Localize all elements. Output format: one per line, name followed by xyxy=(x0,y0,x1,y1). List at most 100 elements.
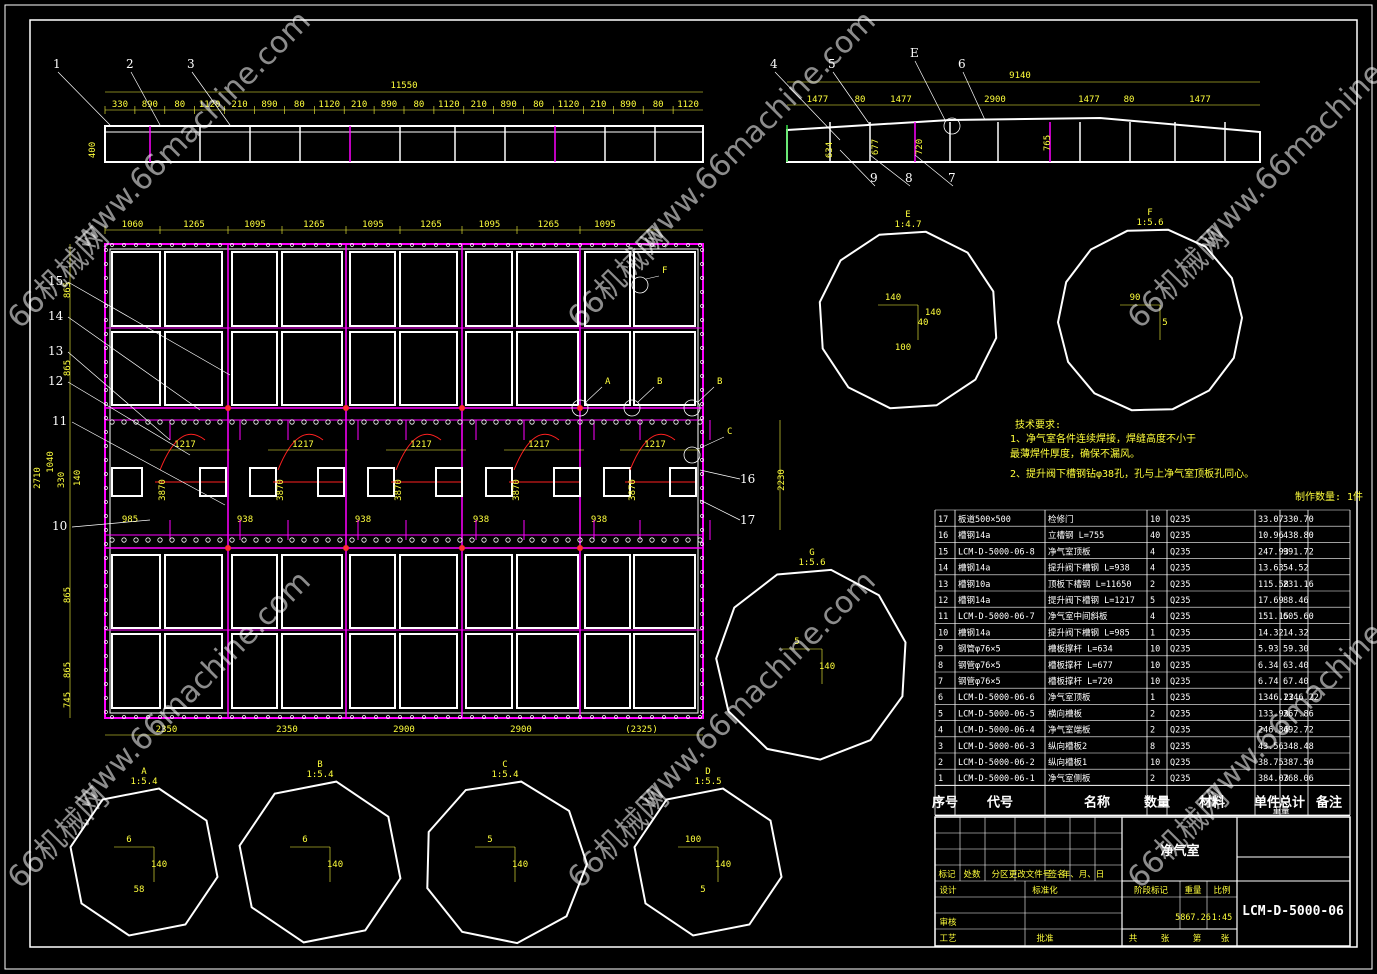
bolt-hole xyxy=(104,514,108,518)
bolt-hole xyxy=(229,537,235,543)
bom-cell: 11 xyxy=(938,612,948,622)
bolt-hole xyxy=(206,243,210,247)
detail-dim: 100 xyxy=(685,835,701,845)
bolt-hole xyxy=(700,570,704,574)
bolt-hole xyxy=(277,419,283,425)
bolt-hole xyxy=(649,537,655,543)
technical-notes: 技术要求: 1、净气室各件连续焊接，焊缝高度不小于 最薄焊件厚度，确保不漏风。 … xyxy=(1010,418,1363,503)
bolt-hole xyxy=(230,715,234,719)
bolt-hole xyxy=(505,537,511,543)
bom-cell: LCM-D-5000-06-4 xyxy=(958,726,1035,736)
plan-panel xyxy=(111,554,161,629)
bolt-hole xyxy=(577,419,583,425)
detail-scale: 1:5.4 xyxy=(491,770,518,780)
top-seg-dim: 1120 xyxy=(677,100,699,110)
label-leader xyxy=(67,381,191,456)
bolt-hole xyxy=(565,537,571,543)
bolt-hole xyxy=(362,715,366,719)
bolt-hole xyxy=(553,537,559,543)
bolt-hole xyxy=(242,715,246,719)
bolt-hole xyxy=(554,715,558,719)
middle-box xyxy=(435,467,463,497)
bom-cell: 6 xyxy=(938,693,943,703)
bolt-hole xyxy=(700,248,704,252)
bom-cell: 17.69 xyxy=(1258,596,1284,606)
bom-cell: 10 xyxy=(938,628,948,638)
bom-cell: 钢管φ76×5 xyxy=(958,660,1001,671)
plan-bolt-holes xyxy=(104,243,704,719)
bolt-hole xyxy=(145,419,151,425)
bom-cell: 16 xyxy=(938,531,948,541)
part-label: 4 xyxy=(770,57,778,71)
bom-cell: 33.07 xyxy=(1258,515,1284,525)
bom-cell: 387.50 xyxy=(1283,758,1314,768)
bom-header: 备注 xyxy=(1315,794,1342,810)
plan-panel xyxy=(516,251,579,327)
side-seg-dim: 1477 xyxy=(1189,95,1211,105)
bom-cell: 槽钢10a xyxy=(958,579,990,590)
tb-label: 标准化 xyxy=(1032,885,1058,896)
plan-panel xyxy=(633,251,696,327)
inner-frame xyxy=(29,19,1358,948)
bom-cell: 纵向槽板1 xyxy=(1048,757,1087,768)
bolt-hole xyxy=(638,715,642,719)
bolt-hole xyxy=(625,537,631,543)
bolt-hole xyxy=(700,360,704,364)
bom-cell: 1 xyxy=(1150,693,1155,703)
middle-arc xyxy=(277,433,324,471)
bolt-hole xyxy=(529,419,535,425)
bolt-hole xyxy=(700,556,704,560)
bom-cell: 246.36 xyxy=(1258,726,1289,736)
part-label: 7 xyxy=(948,171,956,185)
bom-cell: 槽板撑杆 L=720 xyxy=(1048,676,1113,687)
top-seg-dim: 80 xyxy=(653,100,664,110)
plan-bottom-dim: 2350 xyxy=(156,725,178,735)
bolt-hole xyxy=(104,262,108,266)
middle-box xyxy=(669,467,697,497)
bolt-hole xyxy=(181,419,187,425)
bolt-hole xyxy=(409,537,415,543)
bolt-hole xyxy=(325,419,331,425)
bom-cell: 钢管φ76×5 xyxy=(958,676,1001,687)
bom-cell: 17 xyxy=(938,515,948,525)
bolt-hole xyxy=(302,243,306,247)
bolt-hole xyxy=(104,290,108,294)
bom-cell: 槽钢14a xyxy=(958,595,990,606)
bolt-hole xyxy=(686,243,690,247)
detail-dim: 6 xyxy=(126,835,131,845)
plan-left-dim: 140 xyxy=(73,470,83,486)
bolt-hole xyxy=(541,419,547,425)
bolt-hole xyxy=(169,537,175,543)
bom-cell: LCM-D-5000-06-6 xyxy=(958,693,1035,703)
bom-cell: 115.58 xyxy=(1258,580,1289,590)
bolt-hole xyxy=(373,419,379,425)
bolt-hole xyxy=(700,388,704,392)
plan-outline xyxy=(104,243,704,719)
bom-cell: 2 xyxy=(1150,774,1155,784)
bolt-hole xyxy=(614,715,618,719)
middle-box xyxy=(199,467,227,497)
plan-bottom-dim: 2900 xyxy=(393,725,415,735)
plan-inner-outline xyxy=(109,248,699,714)
bom-cell: 2 xyxy=(1150,709,1155,719)
bom-cell: 3 xyxy=(938,742,943,752)
label-leader xyxy=(67,316,201,411)
bolt-hole xyxy=(434,243,438,247)
bom-cell: 提升阀下槽钢 L=1217 xyxy=(1048,595,1135,606)
bolt-hole xyxy=(145,537,151,543)
detail-dim: 140 xyxy=(512,860,528,870)
bolt-hole xyxy=(109,419,115,425)
bolt-hole xyxy=(518,243,522,247)
plan-panel xyxy=(231,331,278,406)
detail-label: F xyxy=(1147,208,1152,218)
bolt-hole xyxy=(146,243,150,247)
bolt-hole xyxy=(217,419,223,425)
bolt-hole xyxy=(445,537,451,543)
bolt-hole xyxy=(700,584,704,588)
bolt-hole xyxy=(350,715,354,719)
bolt-hole xyxy=(266,715,270,719)
bom-cell: 7 xyxy=(938,677,943,687)
